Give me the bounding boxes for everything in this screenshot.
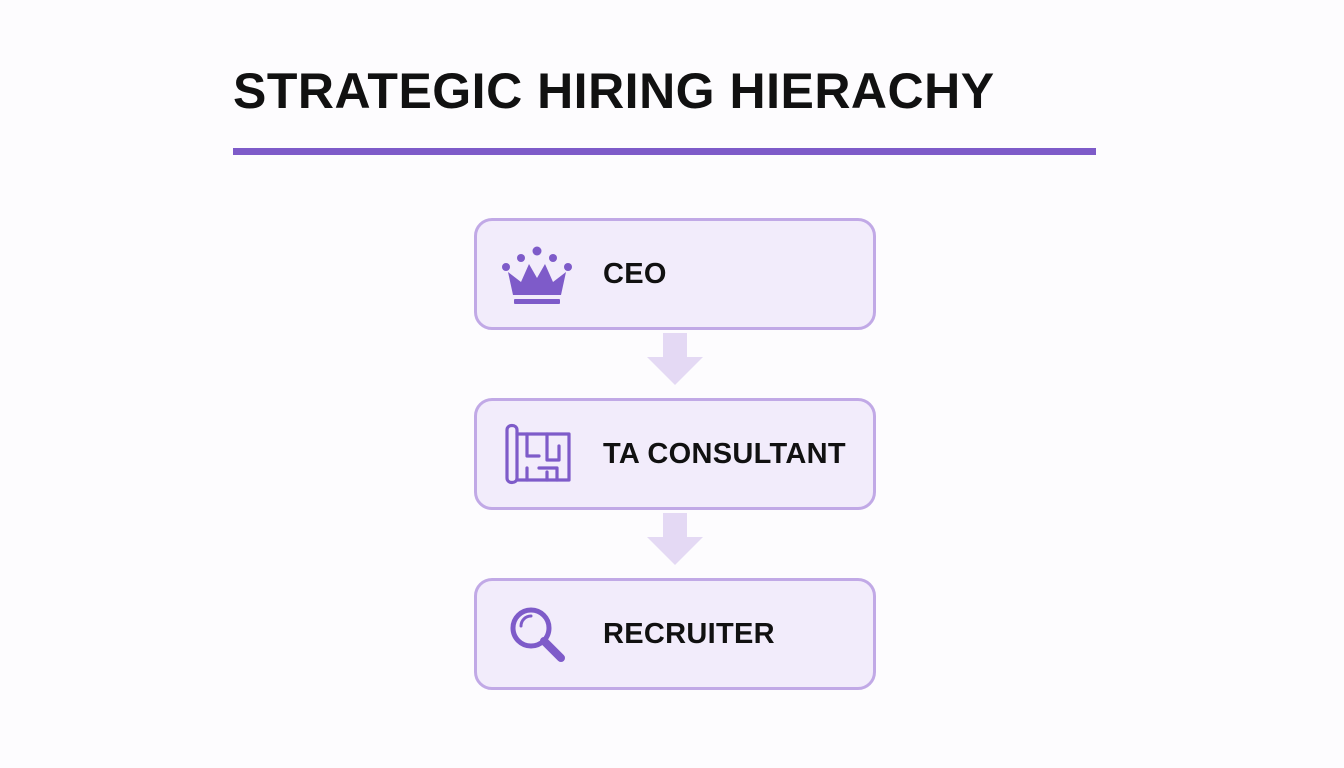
hierarchy-node-ceo: CEO xyxy=(474,218,876,330)
down-arrow-icon xyxy=(647,513,703,565)
node-label-ta-consultant: TA CONSULTANT xyxy=(603,437,846,470)
hierarchy-node-recruiter: RECRUITER xyxy=(474,578,876,690)
hierarchy-node-ta-consultant: TA CONSULTANT xyxy=(474,398,876,510)
page-title: STRATEGIC HIRING HIERACHY xyxy=(233,63,995,119)
crown-icon xyxy=(499,236,575,312)
magnifier-icon xyxy=(499,596,575,672)
title-underline xyxy=(233,148,1096,155)
blueprint-icon xyxy=(499,416,575,492)
node-label-recruiter: RECRUITER xyxy=(603,617,775,650)
node-label-ceo: CEO xyxy=(603,257,667,290)
down-arrow-icon xyxy=(647,333,703,385)
